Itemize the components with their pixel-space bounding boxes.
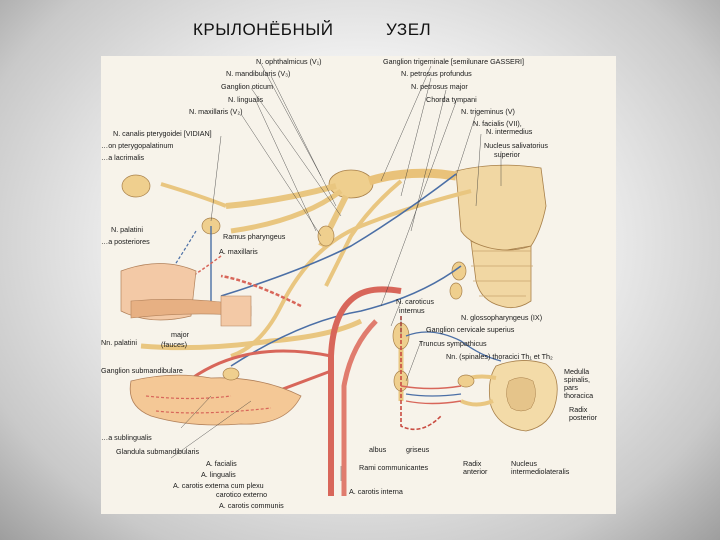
label-a-carotis-interna: A. carotis interna — [349, 488, 403, 496]
label-internus: internus — [399, 307, 425, 315]
label-major: major — [171, 331, 189, 339]
label-n-mandibularis: N. mandibularis (V₃) — [226, 70, 290, 78]
label-ramus-pharyngeus: Ramus pharyngeus — [223, 233, 285, 241]
label-anterior: anterior — [463, 468, 487, 476]
label-gl-lacrimalis: …a lacrimalis — [101, 154, 144, 162]
label-posteriores: …a posteriores — [101, 238, 150, 246]
label-ganglion-cervicale: Ganglion cervicale superius — [426, 326, 514, 334]
label-nn-palatini: Nn. palatini — [101, 339, 137, 347]
label-chorda-tympani: Chorda tympani — [426, 96, 477, 104]
label-n-canalis-pterygoidei: N. canalis pterygoidei [VIDIAN] — [113, 130, 212, 138]
label-ganglion-submandibulare: Ganglion submandibulare — [101, 367, 183, 375]
label-n-ophthalmicus: N. ophthalmicus (V₁) — [256, 58, 322, 66]
label-ganglion-pterygopalatinum: …on pterygopalatinum — [101, 142, 173, 150]
label-glandula-submandibularis: Glandula submandibularis — [116, 448, 199, 456]
label-a-maxillaris: A. maxillaris — [219, 248, 258, 256]
label-n-glossopharyngeus: N. glossopharyngeus (IX) — [461, 314, 542, 322]
label-truncus-sympathicus: Truncus sympathicus — [419, 340, 487, 348]
label-a-lingualis: A. lingualis — [201, 471, 236, 479]
label-n-palatini: N. palatini — [111, 226, 143, 234]
label-n-maxillaris: N. maxillaris (V₂) — [189, 108, 243, 116]
nerve-diagram-drawing — [101, 56, 616, 514]
label-n-caroticus: N. caroticus — [396, 298, 434, 306]
label-n-intermedius: N. intermedius — [486, 128, 532, 136]
label-carotico-externo: carotico externo — [216, 491, 267, 499]
label-rami-communicantes: Rami communicantes — [359, 464, 428, 472]
label-n-petrosus-major: N. petrosus major — [411, 83, 468, 91]
label-a-carotis-externa: A. carotis externa cum plexu — [173, 482, 264, 490]
label-nucleus-salivatorius: Nucleus salivatorius — [484, 142, 548, 150]
label-posterior: posterior — [569, 414, 597, 422]
label-n-trigeminus: N. trigeminus (V) — [461, 108, 515, 116]
slide-title-left: КРЫЛОНЁБНЫЙ — [193, 20, 334, 40]
label-a-facialis: A. facialis — [206, 460, 237, 468]
label-a-carotis-communis: A. carotis communis — [219, 502, 284, 510]
label-superior: superior — [494, 151, 520, 159]
label-intermediolateralis: intermediolateralis — [511, 468, 569, 476]
label-fauces: (fauces) — [161, 341, 187, 349]
label-sublingualis: …a sublingualis — [101, 434, 152, 442]
label-n-petrosus-profundus: N. petrosus profundus — [401, 70, 472, 78]
slide-title-right: УЗЕЛ — [386, 20, 431, 40]
label-n-lingualis: N. lingualis — [228, 96, 263, 104]
label-griseus: griseus — [406, 446, 429, 454]
label-ganglion-trigeminale: Ganglion trigeminale [semilunare GASSERI… — [383, 58, 524, 66]
label-thoracica: thoracica — [564, 392, 593, 400]
label-nn-spinales: Nn. (spinales) thoracici Th₁ et Th₂ — [446, 353, 553, 361]
label-ganglion-oticum: Ganglion oticum — [221, 83, 273, 91]
label-albus: albus — [369, 446, 386, 454]
anatomy-illustration: N. ophthalmicus (V₁) N. mandibularis (V₃… — [101, 56, 616, 514]
